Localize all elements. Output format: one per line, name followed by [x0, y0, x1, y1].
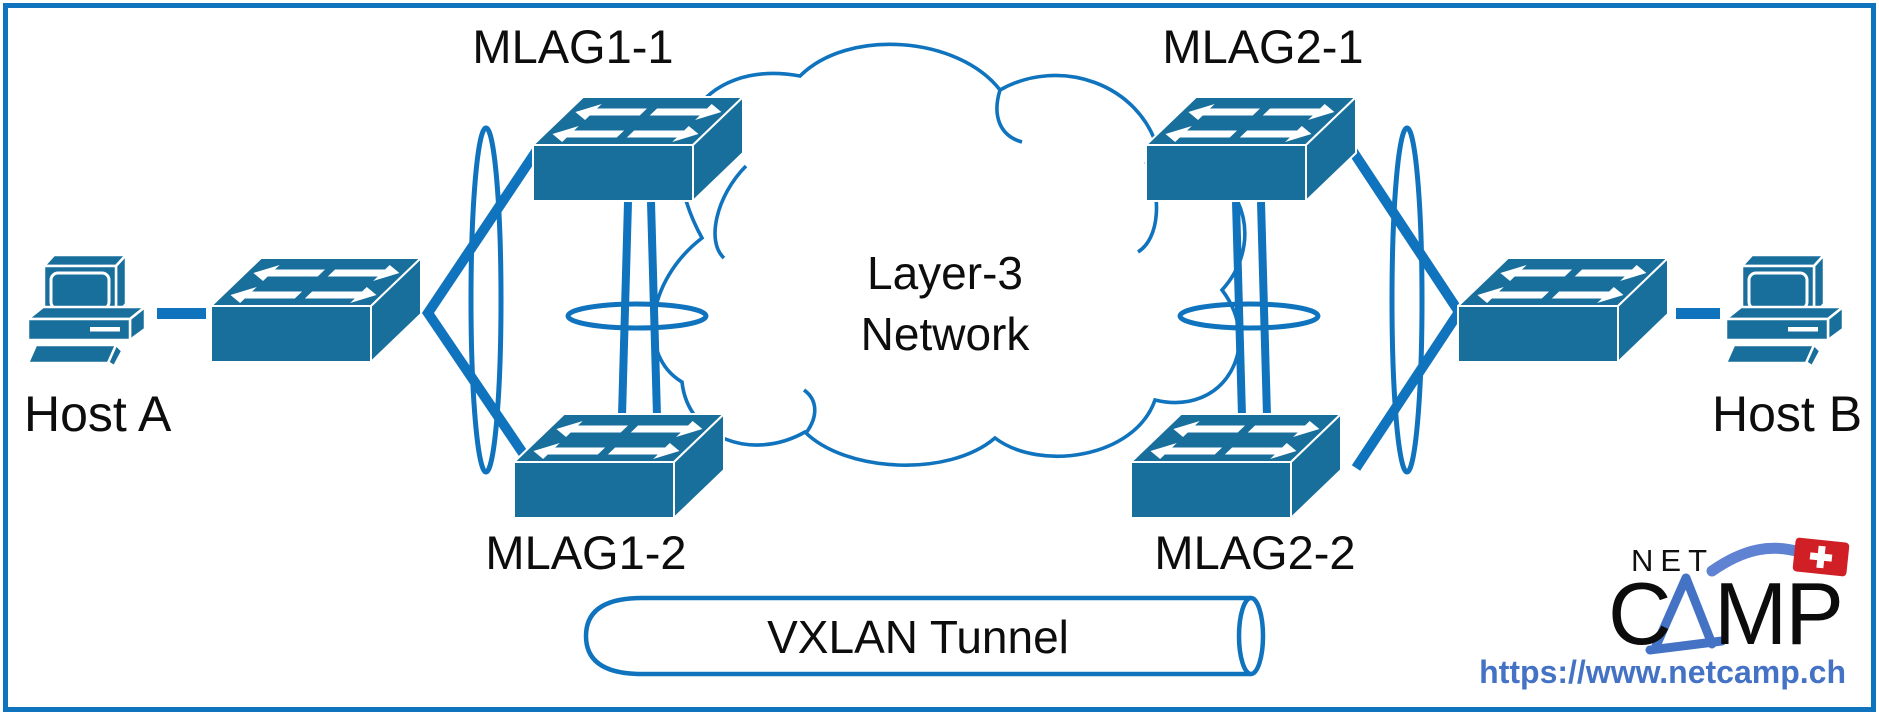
- logo-camp-mp-text: MP: [1714, 564, 1844, 663]
- netcamp-swoosh-icon: [1706, 542, 1806, 577]
- mlag1-2-label: MLAG1-2: [485, 526, 687, 579]
- mlag2-1-label: MLAG2-1: [1162, 20, 1364, 73]
- logo-net-text: NET: [1631, 543, 1714, 578]
- logo-camp-c-text: C: [1608, 564, 1672, 663]
- cloud-label-line2: Network: [860, 308, 1030, 360]
- cloud-label: Layer-3 Network: [765, 243, 1125, 365]
- mlag1-1-label: MLAG1-1: [472, 20, 674, 73]
- link-dash-a-icon: [157, 308, 206, 319]
- mlag2-2-label: MLAG2-2: [1154, 526, 1356, 579]
- mlag1-2-switch-icon: [513, 413, 725, 519]
- peer-link-left-icon: [565, 201, 709, 417]
- host-a-label: Host A: [24, 386, 172, 442]
- lag-ellipse-right-icon: [1389, 125, 1425, 475]
- swiss-flag-icon: [1792, 537, 1850, 577]
- cloud-label-line1: Layer-3: [867, 247, 1023, 299]
- host-b-pc-icon: [1724, 253, 1845, 368]
- mlag2-2-switch-icon: [1130, 413, 1342, 519]
- peer-link-right-icon: [1177, 201, 1321, 417]
- vxlan-tunnel-icon: [583, 595, 1266, 677]
- access-switch-a-icon: [210, 257, 422, 363]
- peer-lag-ellipse-left-icon: [565, 301, 709, 331]
- vxlan-tunnel-label: VXLAN Tunnel: [767, 611, 1069, 663]
- link-dash-b-icon: [1676, 308, 1720, 319]
- lag-fan-left-icon: [421, 125, 542, 475]
- host-a-pc-icon: [26, 253, 147, 368]
- access-switch-b-icon: [1457, 257, 1669, 363]
- lag-fan-right-icon: [1347, 125, 1465, 475]
- lag-ellipse-left-icon: [468, 125, 504, 475]
- peer-lag-ellipse-right-icon: [1177, 301, 1321, 331]
- camp-triangle-icon: [1645, 573, 1727, 655]
- logo-url-text: https://www.netcamp.ch: [1479, 654, 1846, 690]
- mlag2-1-switch-icon: [1145, 96, 1357, 202]
- host-b-label: Host B: [1712, 386, 1863, 442]
